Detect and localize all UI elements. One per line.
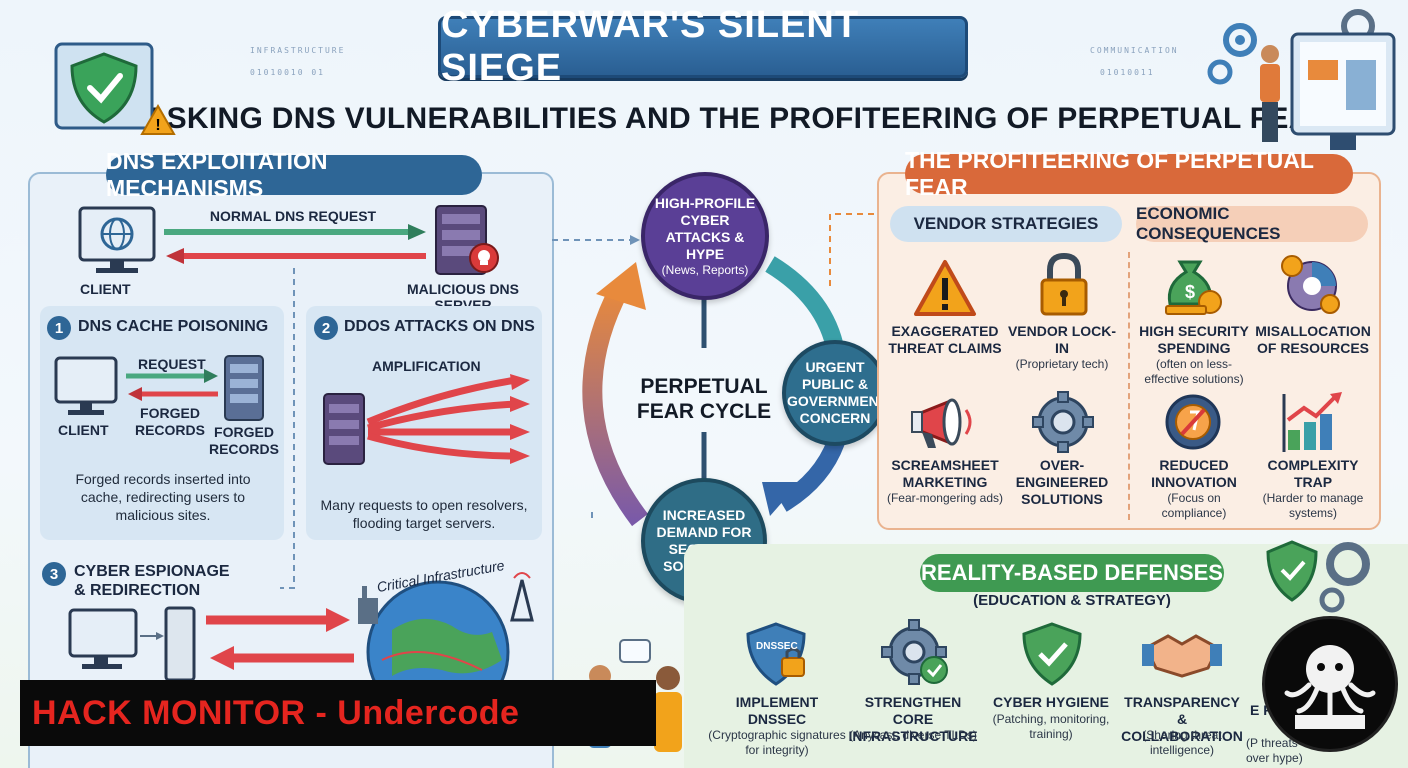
complexity-trap-sub: (Harder to manage systems): [1262, 491, 1364, 520]
amplification-label: AMPLIFICATION: [372, 358, 481, 374]
circuit-text-right-1: COMMUNICATION: [1090, 46, 1179, 55]
vendor-lock-in-sub: (Proprietary tech): [1015, 357, 1109, 371]
circuit-text-right-2: 01010011: [1100, 68, 1155, 77]
page-title: CYBERWAR'S SILENT SIEGE: [438, 4, 968, 89]
money-bag-icon: $: [1165, 260, 1222, 315]
cycle-node-attacks-hype: HIGH-PROFILE CYBER ATTACKS & HYPE (News,…: [641, 172, 769, 300]
gear-icon: [1032, 391, 1094, 453]
gear-check-icon: [881, 619, 948, 685]
implement-dnssec-sub: (Cryptographic signatures for integrity): [708, 728, 846, 757]
panel-to-cycle-connectors: [552, 235, 640, 518]
partial-defense-sub: (P threats over hype): [1246, 736, 1303, 765]
cache-poisoning-number: 1: [47, 316, 71, 340]
dnssec-shield-icon: [746, 622, 806, 686]
reduced-innovation-sub: (Focus on compliance): [1161, 491, 1227, 520]
client-computer-icon: [78, 206, 156, 273]
cache-poisoning-description: Forged records inserted into cache, redi…: [75, 471, 251, 523]
transparency-collaboration-sub: (Sharing threat intelligence): [1142, 728, 1222, 757]
strengthen-infrastructure-label: STRENGTHEN CORE INFRASTRUCTURE: [848, 694, 978, 744]
transparency-collaboration-label: TRANSPARENCY & COLLABORATION: [1121, 694, 1243, 744]
undercode-logo: [1262, 616, 1398, 752]
dashed-connector: [280, 268, 295, 589]
reduced-innovation-label: REDUCED INNOVATION: [1151, 457, 1237, 490]
bar-chart-icon: [1282, 392, 1342, 452]
exaggerated-threat-claims-label: EXAGGERATED THREAT CLAIMS: [888, 323, 1002, 356]
padlock-icon: [1040, 252, 1088, 316]
cycle-to-right-connector: [829, 213, 880, 286]
analyst-screen-icon: [1207, 9, 1396, 150]
cache-client-label: CLIENT: [58, 422, 109, 438]
cache-arrows: [126, 369, 218, 401]
vendor-lock-in-label: VENDOR LOCK-IN: [1007, 323, 1117, 356]
reality-defenses-subtitle: (EDUCATION & STRATEGY): [973, 592, 1171, 609]
cache-poisoning-box: [40, 306, 284, 540]
forged-records-right-label: FORGED RECORDS: [208, 424, 279, 457]
cache-poisoning-title: DNS CACHE POISONING: [78, 318, 269, 335]
misallocation-of-resources-label: MISALLOCATION OF RESOURCES: [1255, 323, 1371, 356]
handshake-icon: [1142, 634, 1222, 678]
espionage-number: 3: [42, 562, 66, 586]
forged-records-left-label: FORGED RECORDS: [134, 405, 205, 438]
espionage-workstation-icon: [68, 606, 196, 682]
malicious-server-icon: [435, 205, 499, 275]
cycle-node-concern-label: URGENT PUBLIC & GOVERNMENT CONCERN: [787, 359, 888, 426]
pie-chart-icon: [1281, 255, 1340, 314]
espionage-title: CYBER ESPIONAGE & REDIRECTION: [74, 563, 230, 599]
shield-monitor-icon: !: [54, 42, 176, 135]
implement-dnssec-label: IMPLEMENT DNSSEC: [735, 694, 819, 727]
circuit-text-left-1: INFRASTRUCTURE: [250, 46, 346, 55]
normal-dns-request-label: NORMAL DNS REQUEST: [209, 208, 377, 224]
high-security-spending-sub: (often on less-effective solutions): [1144, 357, 1244, 386]
dnssec-badge: DNSSEC: [756, 641, 798, 652]
strengthen-infrastructure-sub: (Anycast, diverse TLDs): [849, 728, 977, 742]
dns-exploitation-title: DNS EXPLOITATION MECHANISMS: [106, 148, 482, 201]
circuit-text-left-2: 01010010 01: [250, 68, 325, 77]
ddos-number: 2: [314, 316, 338, 340]
cache-server-icon: [224, 355, 264, 421]
shield-gears-icon: [1266, 540, 1370, 613]
critical-infrastructure-globe: [358, 572, 534, 686]
cycle-node-attacks-sub: (News, Reports): [661, 262, 749, 277]
vendor-strategies-header: VENDOR STRATEGIES: [890, 206, 1122, 242]
svg-text:!: !: [155, 117, 160, 134]
profiteering-title: THE PROFITEERING OF PERPETUAL FEAR: [905, 147, 1353, 200]
hack-monitor-watermark: HACK MONITOR - Undercode: [20, 680, 656, 746]
amplification-diagram: [323, 374, 530, 465]
small-client-icon: [54, 356, 118, 415]
high-security-spending-label: HIGH SECURITY SPENDING: [1139, 323, 1249, 356]
cyber-hygiene-label: CYBER HYGIENE: [993, 694, 1109, 710]
screamsheet-marketing-label: SCREAMSHEET MARKETING: [891, 457, 999, 490]
redirection-arrows: [206, 608, 354, 670]
svg-text:$: $: [1185, 282, 1195, 302]
over-engineered-solutions-label: OVER-ENGINEERED SOLUTIONS: [1015, 457, 1109, 507]
reality-defenses-title: REALITY-BASED DEFENSES: [920, 554, 1224, 592]
client-label: CLIENT: [80, 281, 131, 297]
screamsheet-marketing-sub: (Fear-mongering ads): [886, 491, 1004, 505]
shield-check-icon: [1022, 622, 1082, 686]
cycle-node-public-concern: URGENT PUBLIC & GOVERNMENT CONCERN: [782, 340, 888, 446]
page-subtitle: UNMASKING DNS VULNERABILITIES AND THE PR…: [75, 102, 1333, 135]
perpetual-fear-cycle-label: PERPETUAL FEAR CYCLE: [636, 375, 772, 423]
lightbulb-gear-icon: [1165, 394, 1221, 450]
warning-icon: [914, 260, 976, 316]
cycle-node-attacks-label: HIGH-PROFILE CYBER ATTACKS & HYPE: [654, 194, 756, 262]
request-arrows: [164, 224, 426, 264]
ddos-title: DDOS ATTACKS ON DNS: [344, 318, 535, 335]
column-divider: [1128, 252, 1130, 520]
ddos-description: Many requests to open resolvers, floodin…: [320, 497, 528, 531]
cyber-hygiene-sub: (Patching, monitoring, training): [992, 712, 1110, 741]
economic-consequences-header: ECONOMIC CONSEQUENCES: [1136, 204, 1368, 243]
cache-request-label: REQUEST: [138, 356, 206, 372]
complexity-trap-label: COMPLEXITY TRAP: [1267, 457, 1359, 490]
octopus-icon: [1284, 645, 1376, 729]
megaphone-icon: [911, 398, 972, 448]
